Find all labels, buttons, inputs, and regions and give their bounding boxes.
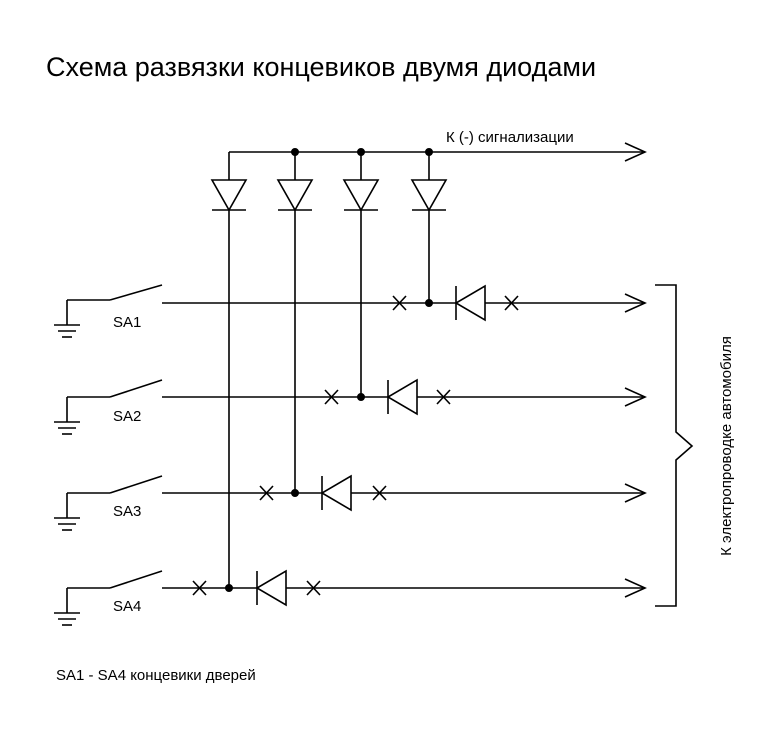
junction-dot	[225, 583, 234, 592]
diode-triangle	[454, 284, 486, 322]
cut-mark	[392, 295, 407, 311]
switch-label-sa1: SA1	[113, 314, 141, 331]
vertical-diode	[210, 152, 248, 588]
wiring-brace	[655, 284, 694, 607]
vertical-diodes	[210, 152, 448, 588]
junction-dot	[424, 298, 433, 307]
switch-row-sa3	[54, 474, 647, 531]
vertical-diode	[410, 152, 448, 303]
alarm-bus	[229, 142, 647, 162]
switch-contact	[109, 379, 163, 398]
junction-dot	[290, 488, 299, 497]
switch-row-sa2	[54, 378, 647, 435]
switch-contact	[109, 570, 163, 589]
diode-triangle	[255, 569, 287, 607]
cut-mark	[259, 485, 274, 501]
cut-mark	[324, 389, 339, 405]
switch-contact	[109, 284, 163, 301]
switch-label-sa3: SA3	[113, 503, 141, 520]
vertical-diode	[342, 152, 380, 397]
junction-dot	[356, 392, 365, 401]
cut-mark	[372, 485, 387, 501]
switch-row-sa1	[54, 284, 647, 338]
cut-mark	[504, 295, 519, 311]
cut-mark	[192, 580, 207, 596]
diode-triangle	[386, 378, 418, 416]
switch-label-sa4: SA4	[113, 598, 141, 615]
diagram-title: Схема развязки концевиков двумя диодами	[46, 52, 597, 82]
wiring-label: К электропроводке автомобиля	[718, 336, 735, 556]
switch-label-sa2: SA2	[113, 408, 141, 425]
vertical-diode	[276, 152, 314, 493]
cut-mark	[436, 389, 451, 405]
diode-triangle	[320, 474, 352, 512]
cut-mark	[306, 580, 321, 596]
legend-note: SA1 - SA4 концевики дверей	[56, 667, 256, 684]
alarm-label: К (-) сигнализации	[446, 129, 574, 146]
switch-row-sa4	[54, 569, 647, 626]
switch-contact	[109, 475, 163, 494]
